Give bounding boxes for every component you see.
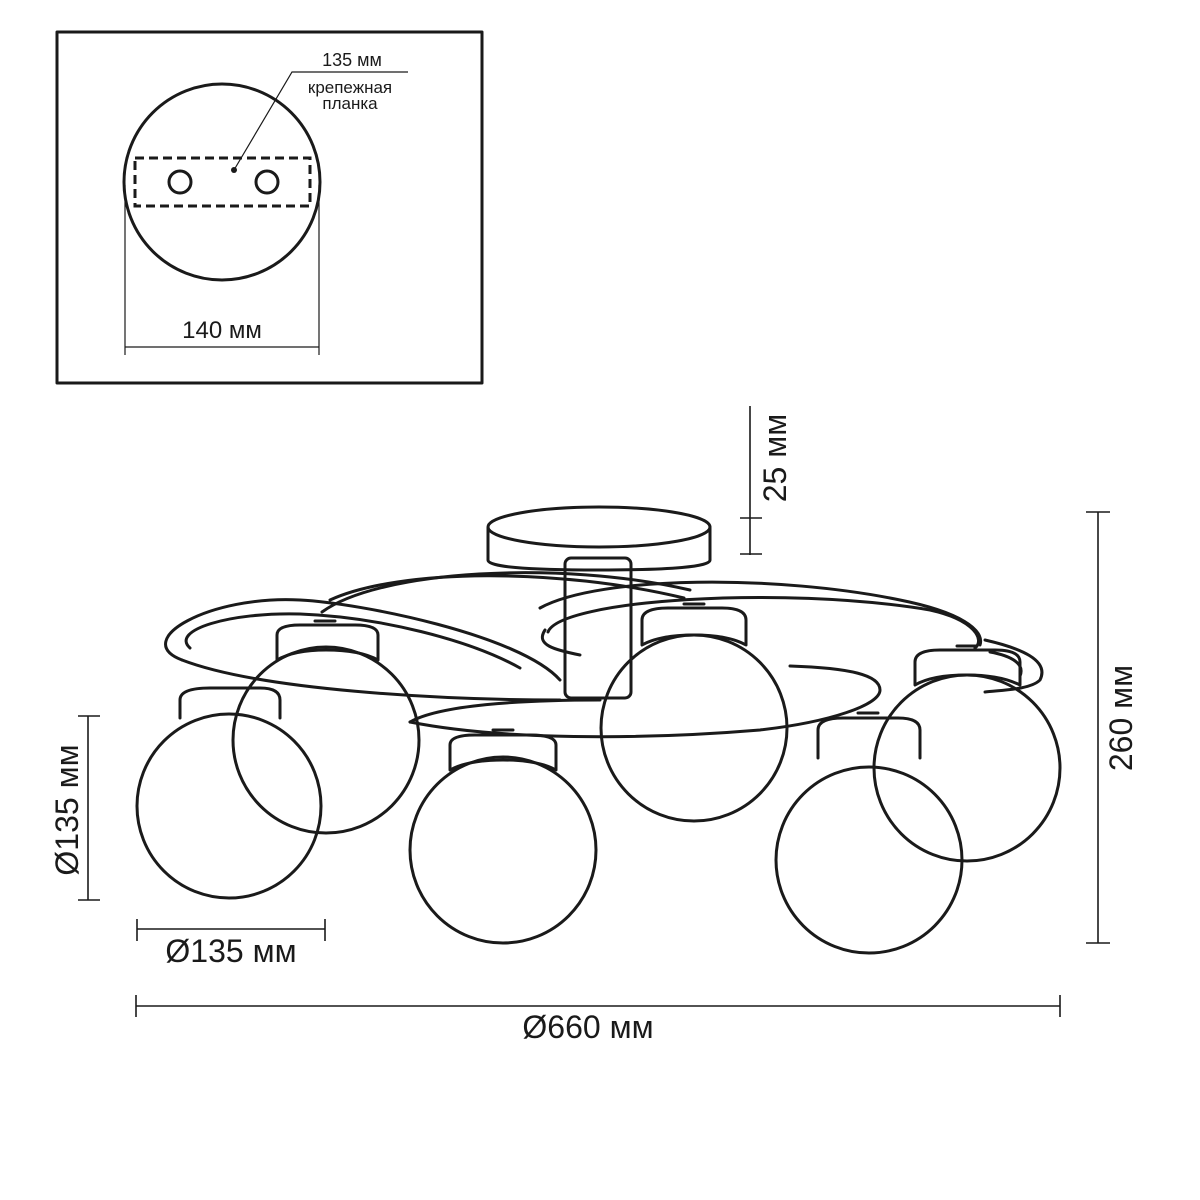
shade-front-center <box>408 728 598 945</box>
dimensions: 25 мм 260 мм Ø135 мм Ø135 мм Ø660 мм <box>49 406 1139 1045</box>
shade-front-right <box>774 711 964 955</box>
total-diameter-label: Ø660 мм <box>522 1009 653 1045</box>
inset-frame <box>55 30 484 385</box>
shade-width-label: Ø135 мм <box>165 933 296 969</box>
arm-left-bottom <box>180 658 562 702</box>
arm-hook-center <box>541 628 582 657</box>
arm-back-2b <box>546 595 980 650</box>
arm-right <box>983 638 1044 694</box>
mounting-inset: 135 мм крепежная планка 140 мм <box>55 30 484 385</box>
canopy-height-label: 25 мм <box>757 414 793 502</box>
arm-left-inner <box>184 612 522 670</box>
globe <box>408 755 598 945</box>
base-diameter-label: 140 мм <box>182 317 262 344</box>
shade-right <box>872 644 1062 863</box>
socket <box>448 733 558 772</box>
total-height-label: 260 мм <box>1103 665 1139 771</box>
plate-label-line2: планка <box>322 94 378 113</box>
plate-length-label: 135 мм <box>322 50 382 70</box>
shade-left <box>231 619 421 835</box>
canopy-body <box>486 526 712 572</box>
arm-front-back <box>408 698 602 724</box>
arm-back-1b <box>328 574 686 602</box>
globe <box>774 765 964 955</box>
shade-far-left <box>135 686 323 900</box>
arm-front <box>408 664 882 739</box>
arm-back-2 <box>538 580 983 647</box>
shade-center <box>599 602 789 823</box>
screw-hole-left <box>167 169 193 195</box>
arm-back-1 <box>320 571 692 614</box>
canopy-top <box>486 505 712 549</box>
mounting-plate <box>133 156 312 208</box>
arm-left-outer <box>164 598 562 682</box>
chandelier <box>135 505 1062 955</box>
socket <box>913 648 1022 687</box>
socket <box>640 606 748 647</box>
plate-leader-line <box>233 71 408 171</box>
globe <box>231 645 421 835</box>
center-stem <box>563 556 633 700</box>
globe <box>135 712 323 900</box>
shade-height-label: Ø135 мм <box>49 744 85 875</box>
globe <box>599 633 789 823</box>
socket <box>816 716 922 760</box>
ceiling-base-circle <box>122 82 322 282</box>
socket <box>275 623 380 662</box>
screw-hole-right <box>254 169 280 195</box>
plate-label-line1: крепежная <box>308 78 392 97</box>
globe <box>872 673 1062 863</box>
socket <box>178 686 282 720</box>
